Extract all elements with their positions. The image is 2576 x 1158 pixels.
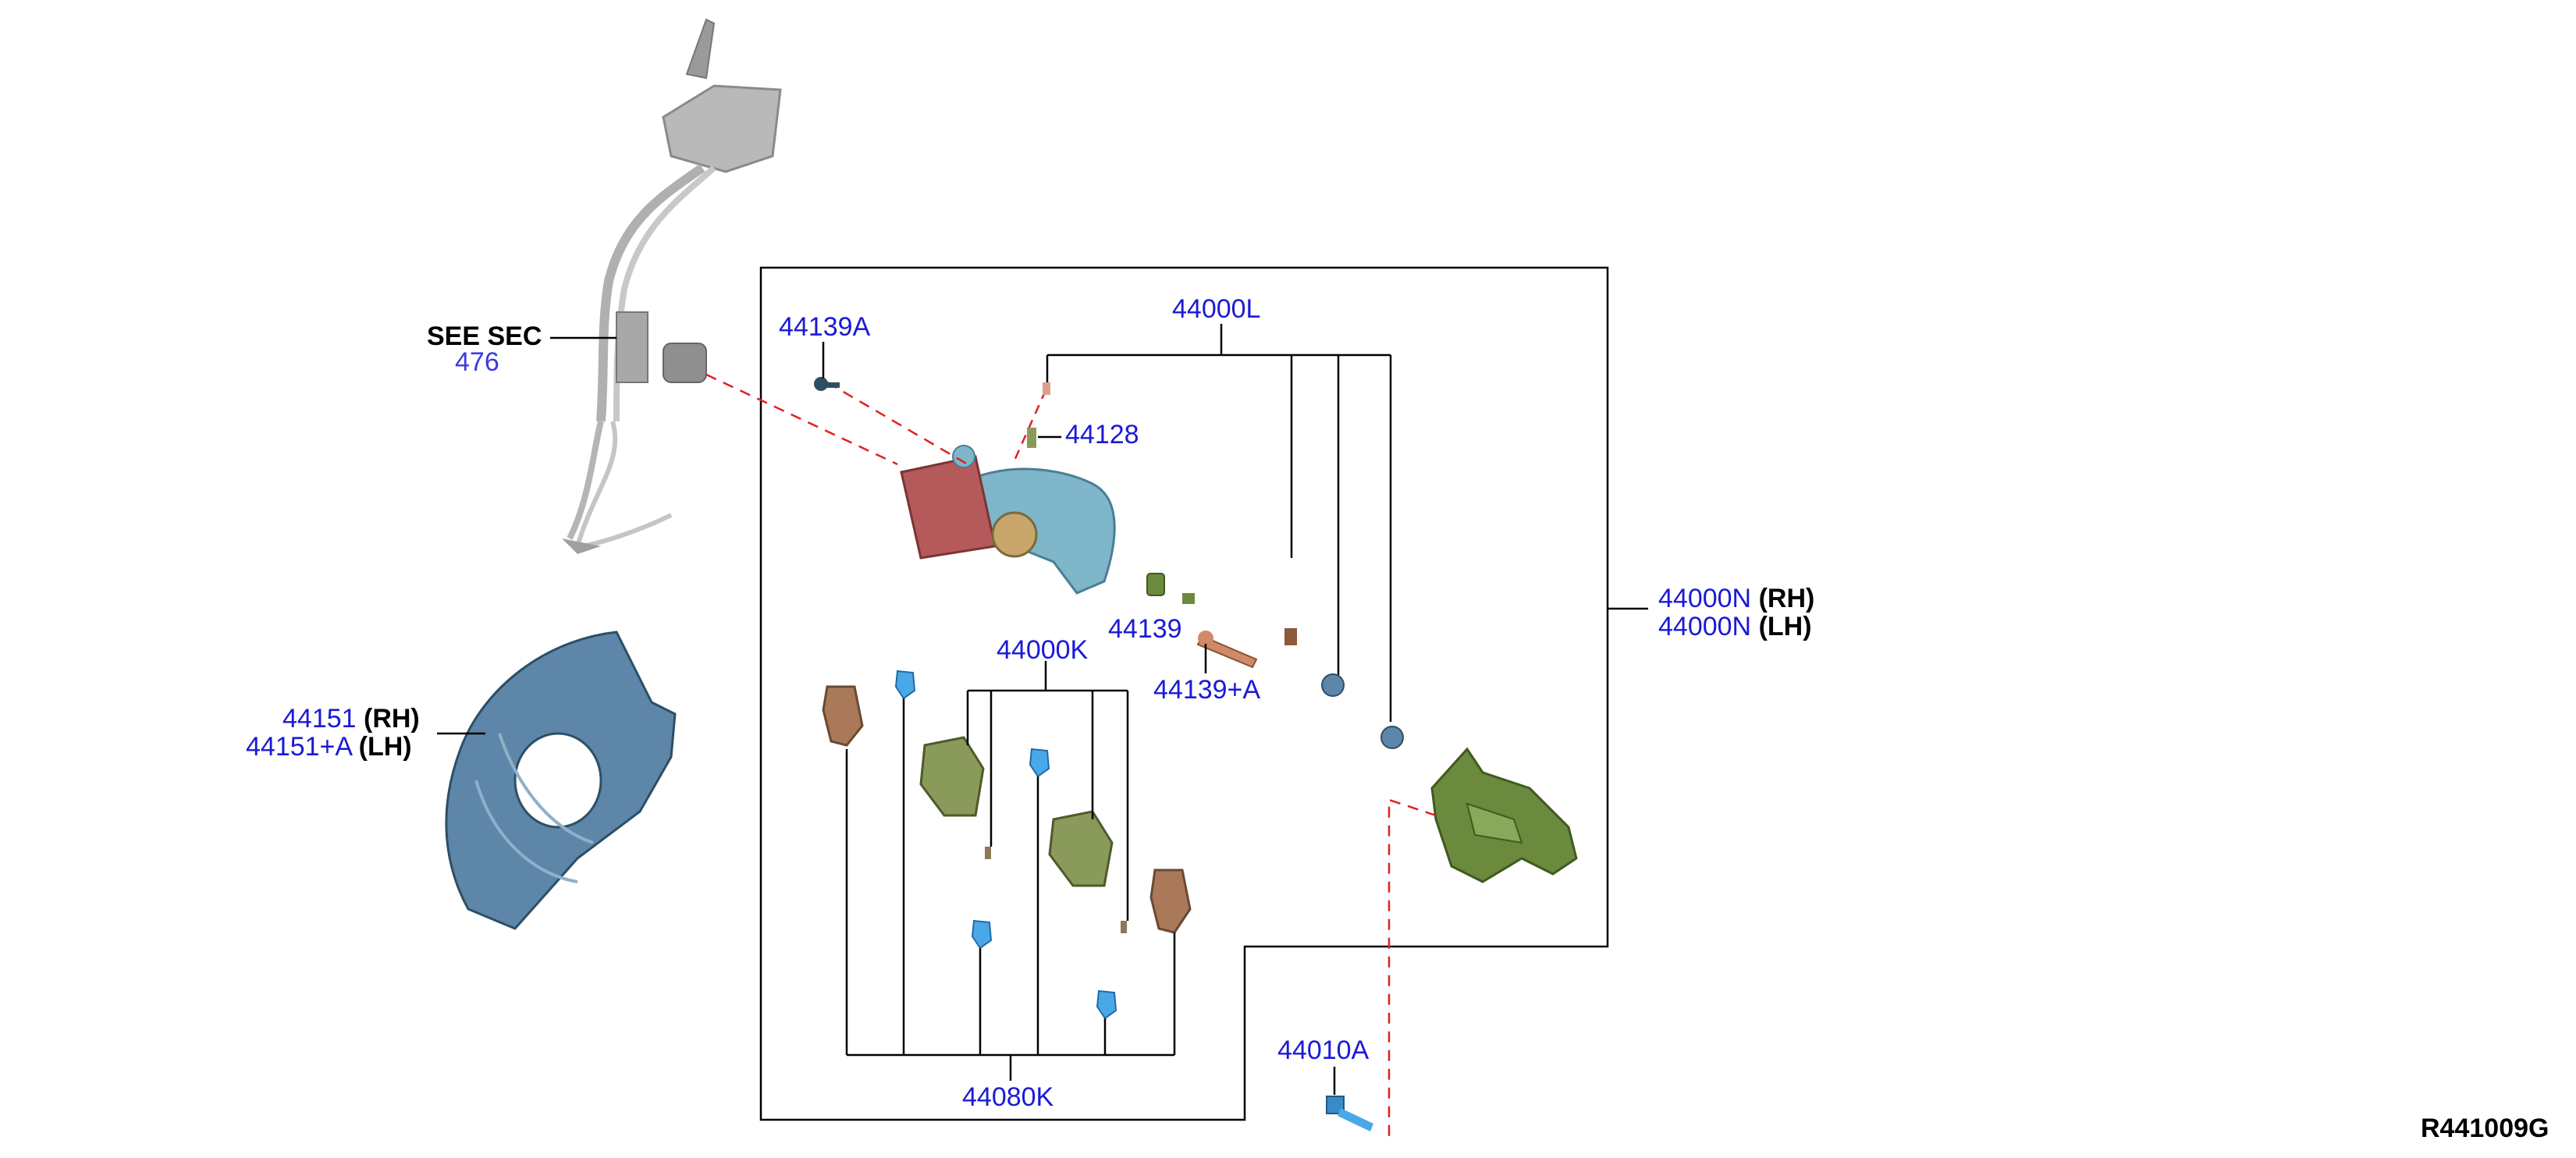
side-lh: (LH) [358, 732, 412, 762]
label-44000L[interactable]: 44000L [1172, 294, 1261, 324]
label-44000N-lh[interactable]: 44000N (LH) [1658, 612, 1812, 641]
part-44000N-rh[interactable]: 44000N [1658, 584, 1752, 613]
pad-shims [822, 685, 1192, 934]
guide-pin-boots [1146, 573, 1404, 749]
side-lh-n: (LH) [1758, 612, 1812, 641]
label-44139[interactable]: 44139 [1108, 614, 1182, 644]
label-44000K[interactable]: 44000K [997, 635, 1089, 665]
bolt-44010A [1326, 1096, 1373, 1131]
leader-44080K [845, 698, 1176, 1081]
label-44010A[interactable]: 44010A [1277, 1035, 1370, 1065]
part-44151A[interactable]: 44151+A [246, 732, 352, 762]
label-44151A-lh[interactable]: 44151+A (LH) [246, 732, 412, 762]
leader-44000K [966, 661, 1129, 921]
assembly-frame [759, 266, 1609, 1121]
label-44139A-plus[interactable]: 44139+A [1153, 675, 1261, 705]
wear-indicators [985, 847, 1127, 933]
side-rh-n: (RH) [1758, 584, 1815, 613]
brake-pads [919, 736, 1114, 887]
part-44000N-lh[interactable]: 44000N [1658, 612, 1752, 641]
label-44000N-rh[interactable]: 44000N (RH) [1658, 584, 1814, 613]
side-rh: (RH) [364, 704, 420, 734]
part-44151[interactable]: 44151 [282, 704, 357, 734]
dust-shield [445, 631, 677, 930]
cable-dash-line [705, 373, 898, 466]
see-sec-label: SEE SEC [427, 321, 542, 351]
see-sec-number[interactable]: 476 [455, 347, 499, 377]
bolt-44139A-dash [826, 381, 968, 466]
caliper-body [900, 445, 1116, 595]
see-sec-text: SEE SEC [427, 321, 542, 351]
label-44080K[interactable]: 44080K [962, 1082, 1054, 1112]
bracket-dash-line [1387, 798, 1437, 1143]
bleeder-44128 [1027, 382, 1050, 448]
pad-clips [894, 670, 1117, 1020]
torque-member-bracket [1430, 747, 1578, 883]
label-44151-rh[interactable]: 44151 (RH) [282, 704, 420, 734]
parking-cable-assembly [562, 18, 782, 554]
diagram-code: R441009G [2421, 1114, 2549, 1143]
bleeder-dash [1013, 389, 1047, 461]
leader-44000L [1046, 324, 1392, 722]
guide-pin-44139A-plus [1196, 631, 1258, 669]
bolt-44139A [814, 377, 840, 391]
label-44128[interactable]: 44128 [1065, 420, 1139, 449]
label-44139A[interactable]: 44139A [779, 312, 871, 342]
